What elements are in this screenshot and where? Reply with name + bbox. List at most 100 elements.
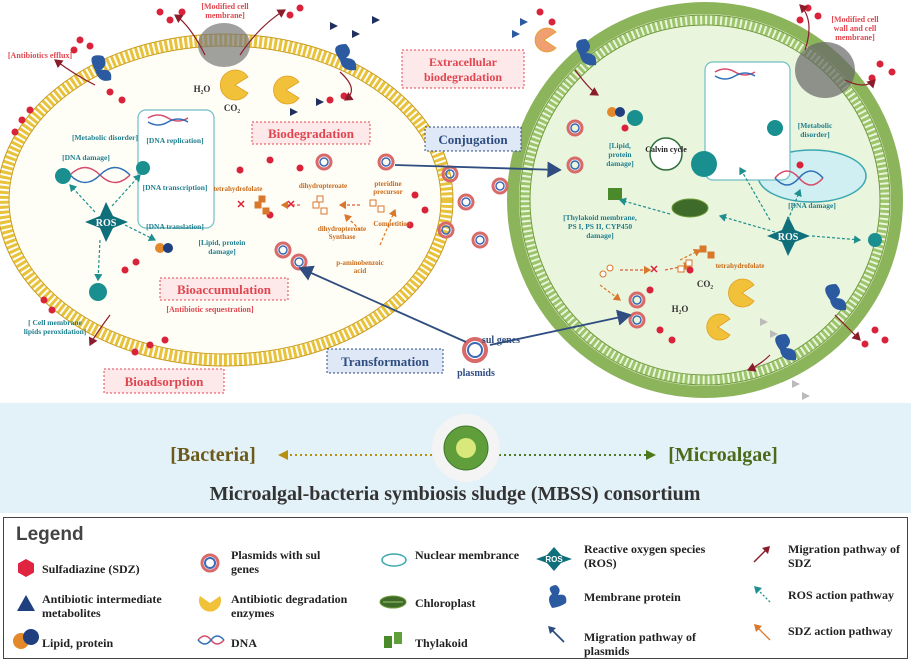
biodegradation-box — [251, 121, 371, 145]
legend: Legend Sulfadiazine (SDZ) Antibiotic int… — [3, 517, 908, 659]
sdz-action-arrows — [344, 208, 702, 301]
plasmids-label: plasmids — [457, 368, 495, 379]
metabolic-disorder-label: [Metabolic disorder] — [72, 133, 138, 142]
yellow-pacman-icon — [199, 596, 221, 612]
transformation-label: Transformation — [341, 354, 430, 369]
calvin-cycle-label: Calvin cycle — [645, 145, 687, 154]
damage-burst-icon — [55, 110, 882, 301]
bacteria-cell — [0, 23, 454, 367]
oval-outline-icon — [381, 553, 407, 567]
ros-label: ROS — [96, 218, 117, 229]
chloroplast-icon — [379, 595, 407, 609]
plasmid-ring-icon — [200, 553, 220, 573]
legend-label-enzymes: Antibiotic degradation enzymes — [231, 592, 348, 620]
dna-damage-label: [DNA damage] — [62, 153, 110, 162]
algae-co2-label: CO₂ — [697, 279, 714, 289]
lipid-protein-icon — [155, 107, 625, 253]
competition-label: Competition — [373, 220, 410, 228]
dna-translation-label: [DNA translation] — [146, 222, 204, 231]
legend-label-membrane-protein: Membrane protein — [584, 590, 681, 604]
thylakoid-icon — [384, 632, 402, 648]
algae-dna-damage-label: [DNA damage] — [788, 201, 836, 210]
calvin-cycle-circle — [649, 137, 683, 171]
bioaccumulation-label: Bioaccumulation — [177, 282, 272, 297]
blue-triangle-icon — [17, 595, 35, 611]
bacteria-arrowhead — [278, 450, 288, 460]
bioaccumulation-box — [159, 277, 289, 301]
orange-arrow-icon — [754, 624, 771, 641]
bacteria-consortium-label: [Bacteria] — [170, 444, 256, 466]
ros-star-icon — [85, 202, 810, 256]
co2-label: CO₂ — [224, 103, 241, 113]
membrane-protein-icon — [576, 39, 847, 361]
inhibition-marks — [237, 200, 658, 273]
consortium-title: Microalgal-bacteria symbiosis sludge (MB… — [210, 483, 701, 505]
thylakoid-icon — [608, 188, 622, 200]
navy-arrow-icon — [548, 626, 565, 643]
algae-h2o-label: H₂O — [672, 304, 689, 314]
microalgae-consortium-label: [Microalgae] — [668, 444, 778, 466]
legend-label-plasmid-pathway: Migration pathway of plasmids — [584, 630, 696, 658]
sdz-migration-arrows — [54, 4, 876, 372]
bioadsorption-label: Bioadsorption — [125, 374, 205, 389]
metabolite-triangle-icon — [290, 16, 528, 116]
legend-ros-icon-text: ROS — [545, 555, 563, 564]
plasmid-migration-arrows — [298, 161, 632, 346]
legend-label-chloroplast: Chloroplast — [415, 596, 476, 610]
microalgae-arrowhead — [646, 450, 656, 460]
legend-label-nuclear: Nuclear membrance — [415, 548, 520, 562]
ros-label: ROS — [778, 232, 799, 243]
modified-membrane-patch — [198, 23, 250, 67]
lipid-protein-icon — [13, 629, 39, 649]
legend-title: Legend — [16, 524, 84, 545]
legend-label-plasmids: Plasmids with sul genes — [231, 548, 321, 576]
dna-replication-label: [DNA replication] — [146, 136, 203, 145]
conjugation-box — [424, 126, 522, 152]
antibiotics-efflux-label: [Antibiotics efflux] — [8, 51, 73, 60]
dna-icon — [69, 68, 824, 186]
algae-tetrahydrofolate-label: tetrahydrofolate — [716, 262, 765, 270]
folate-intermediate-icons — [254, 195, 715, 278]
conjugation-label: Conjugation — [438, 132, 508, 147]
teal-dashed-arrow-icon — [754, 586, 771, 603]
dna-transcription-label: [DNA transcription] — [143, 183, 208, 192]
legend-label-metabolites: Antibiotic intermediate metabolites — [42, 592, 162, 620]
membrane-protein-icon — [91, 44, 357, 81]
legend-label-sdz-pathway: Migration pathway of SDZ — [788, 542, 900, 570]
membrane-protein-icon — [549, 585, 567, 608]
legend-label-lipid: Lipid, protein — [42, 636, 114, 650]
plasmid-icon — [274, 119, 646, 363]
legend-label-ros: Reactive oxygen species (ROS) — [584, 542, 706, 570]
chloroplast-icon — [671, 198, 709, 218]
extracellular-biodegradation-box — [401, 49, 525, 89]
tetrahydrofolate-label: tetrahydrofolate — [214, 185, 263, 193]
sdz-hexagon-icon — [18, 559, 34, 577]
dna-helix-icon — [197, 635, 225, 645]
ros-action-arrows — [69, 166, 862, 282]
microalgae-cell — [507, 2, 903, 398]
grey-triangle-icon — [760, 318, 810, 400]
dihydropteroate-label: dihydropteroate — [299, 182, 347, 190]
legend-label-sdz-action: SDZ action pathway — [788, 624, 893, 638]
h2o-label: H₂O — [194, 84, 211, 94]
legend-label-sdz: Sulfadiazine (SDZ) — [42, 562, 140, 576]
dark-red-arrow-icon — [753, 546, 770, 563]
mbss-icon-core — [456, 438, 476, 458]
antibiotic-sequestration-label: [Antibiotic sequestration] — [166, 305, 254, 314]
modified-wall-patch — [795, 42, 855, 98]
sdz-hexagon-icon — [11, 4, 896, 356]
legend-label-ros-pathway: ROS action pathway — [788, 588, 895, 602]
degradation-enzyme-icon — [219, 27, 755, 341]
legend-label-thylakoid: Thylakoid — [415, 636, 468, 650]
